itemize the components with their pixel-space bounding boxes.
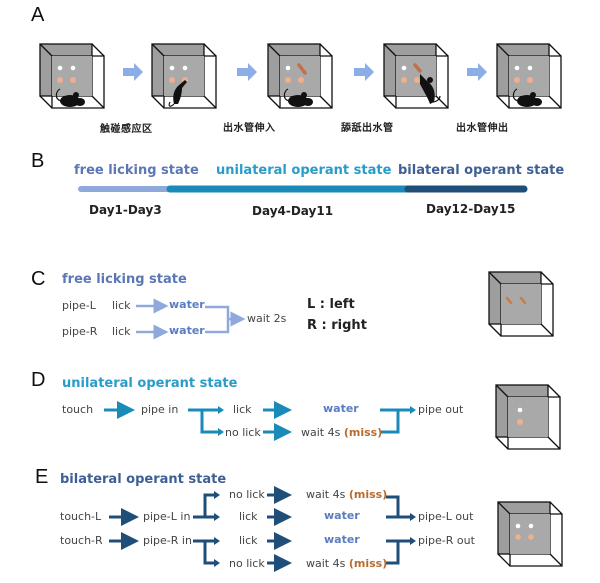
panel-letter-b: B <box>31 150 45 172</box>
water-L-label: water <box>324 509 360 522</box>
water-label-L: water <box>169 298 205 311</box>
wait-4s-label: wait 4s (miss) <box>301 426 382 439</box>
wait-2s-label: wait 2s <box>247 312 287 325</box>
touch-L-label: touch-L <box>60 510 102 523</box>
pipe-R-in-label: pipe-R in <box>143 534 192 547</box>
state-label-bilateral: bilateral operant state <box>398 163 565 178</box>
cube-step-5 <box>496 43 562 109</box>
panel-letter-c: C <box>31 268 46 290</box>
lick-label-R: lick <box>112 325 131 338</box>
touch-R-label: touch-R <box>60 534 103 547</box>
no-lick-R-label: no lick <box>229 557 265 570</box>
miss-label: (miss) <box>348 488 388 501</box>
mouse-reaching-icon <box>173 80 187 104</box>
pipe-in-label: pipe in <box>141 403 179 416</box>
cube-step-1 <box>39 43 105 109</box>
day-range-free: Day1-Day3 <box>89 203 162 217</box>
panel-c-title: free licking state <box>62 272 187 287</box>
cube-step-2 <box>151 43 217 109</box>
cube-free-licking <box>488 271 554 337</box>
panel-e-title: bilateral operant state <box>60 472 227 487</box>
miss-label: (miss) <box>343 426 383 439</box>
pipe-label-R: pipe-R <box>62 325 98 338</box>
cube-step-4 <box>383 43 449 109</box>
panel-d-title: unilateral operant state <box>62 376 238 391</box>
no-lick-label: no lick <box>225 426 261 439</box>
panel-letter-e: E <box>35 466 49 488</box>
split-bracket-EL <box>193 493 214 519</box>
touch-dot-left <box>57 65 63 71</box>
cube-bilateral <box>497 501 563 567</box>
state-label-free: free licking state <box>74 163 199 178</box>
wait-text: wait 4s <box>306 488 346 501</box>
lick-label-L: lick <box>112 299 131 312</box>
pipe-L-in-label: pipe-L in <box>143 510 191 523</box>
merge-bracket-EL <box>386 495 410 519</box>
mouse-licking-icon <box>420 74 435 104</box>
pipe-dot-left <box>57 77 63 83</box>
water-label: water <box>323 402 359 415</box>
lick-R-label: lick <box>239 534 258 547</box>
caption-step-1: 触碰感应区 <box>100 124 153 135</box>
water-R-label: water <box>324 533 360 546</box>
caption-step-4: 出水管伸出 <box>456 123 509 134</box>
wait-text: wait 4s <box>306 557 346 570</box>
cube-step-3 <box>267 43 333 109</box>
panel-letter-d: D <box>31 369 46 391</box>
wait-text: wait 4s <box>301 426 341 439</box>
split-bracket-D <box>188 408 218 434</box>
step-arrow-4 <box>467 63 487 81</box>
wait-R-label: wait 4s (miss) <box>306 557 387 570</box>
wait-L-label: wait 4s (miss) <box>306 488 387 501</box>
merge-bracket-D <box>380 408 410 434</box>
pipe-out-label: pipe out <box>418 403 464 416</box>
step-arrow-3 <box>354 63 374 81</box>
panel-letter-a: A <box>31 4 45 26</box>
split-bracket-ER <box>193 539 214 565</box>
caption-step-3: 舔舐出水管 <box>341 123 394 134</box>
state-label-unilateral: unilateral operant state <box>216 163 392 178</box>
day-range-unilateral: Day4-Day11 <box>252 204 334 218</box>
touch-label: touch <box>62 403 94 416</box>
pipe-R-out-label: pipe-R out <box>418 534 475 547</box>
cube-unilateral <box>495 384 561 450</box>
pipe-dot-right <box>70 77 76 83</box>
legend-right: R : right <box>307 318 367 333</box>
pipe-L-out-label: pipe-L out <box>418 510 474 523</box>
no-lick-L-label: no lick <box>229 488 265 501</box>
pipe-extended-icon <box>297 63 307 75</box>
caption-step-2: 出水管伸入 <box>223 123 276 134</box>
legend-left: L : left <box>307 297 355 312</box>
step-arrow-1 <box>123 63 143 81</box>
lick-L-label: lick <box>239 510 258 523</box>
merge-bracket-C <box>205 305 230 334</box>
pipe-label-L: pipe-L <box>62 299 96 312</box>
miss-label: (miss) <box>348 557 388 570</box>
step-arrow-2 <box>237 63 257 81</box>
touch-dot-right <box>70 65 76 71</box>
day-range-bilateral: Day12-Day15 <box>426 202 516 216</box>
merge-bracket-ER <box>386 539 410 565</box>
lick-label: lick <box>233 403 252 416</box>
water-label-R: water <box>169 324 205 337</box>
